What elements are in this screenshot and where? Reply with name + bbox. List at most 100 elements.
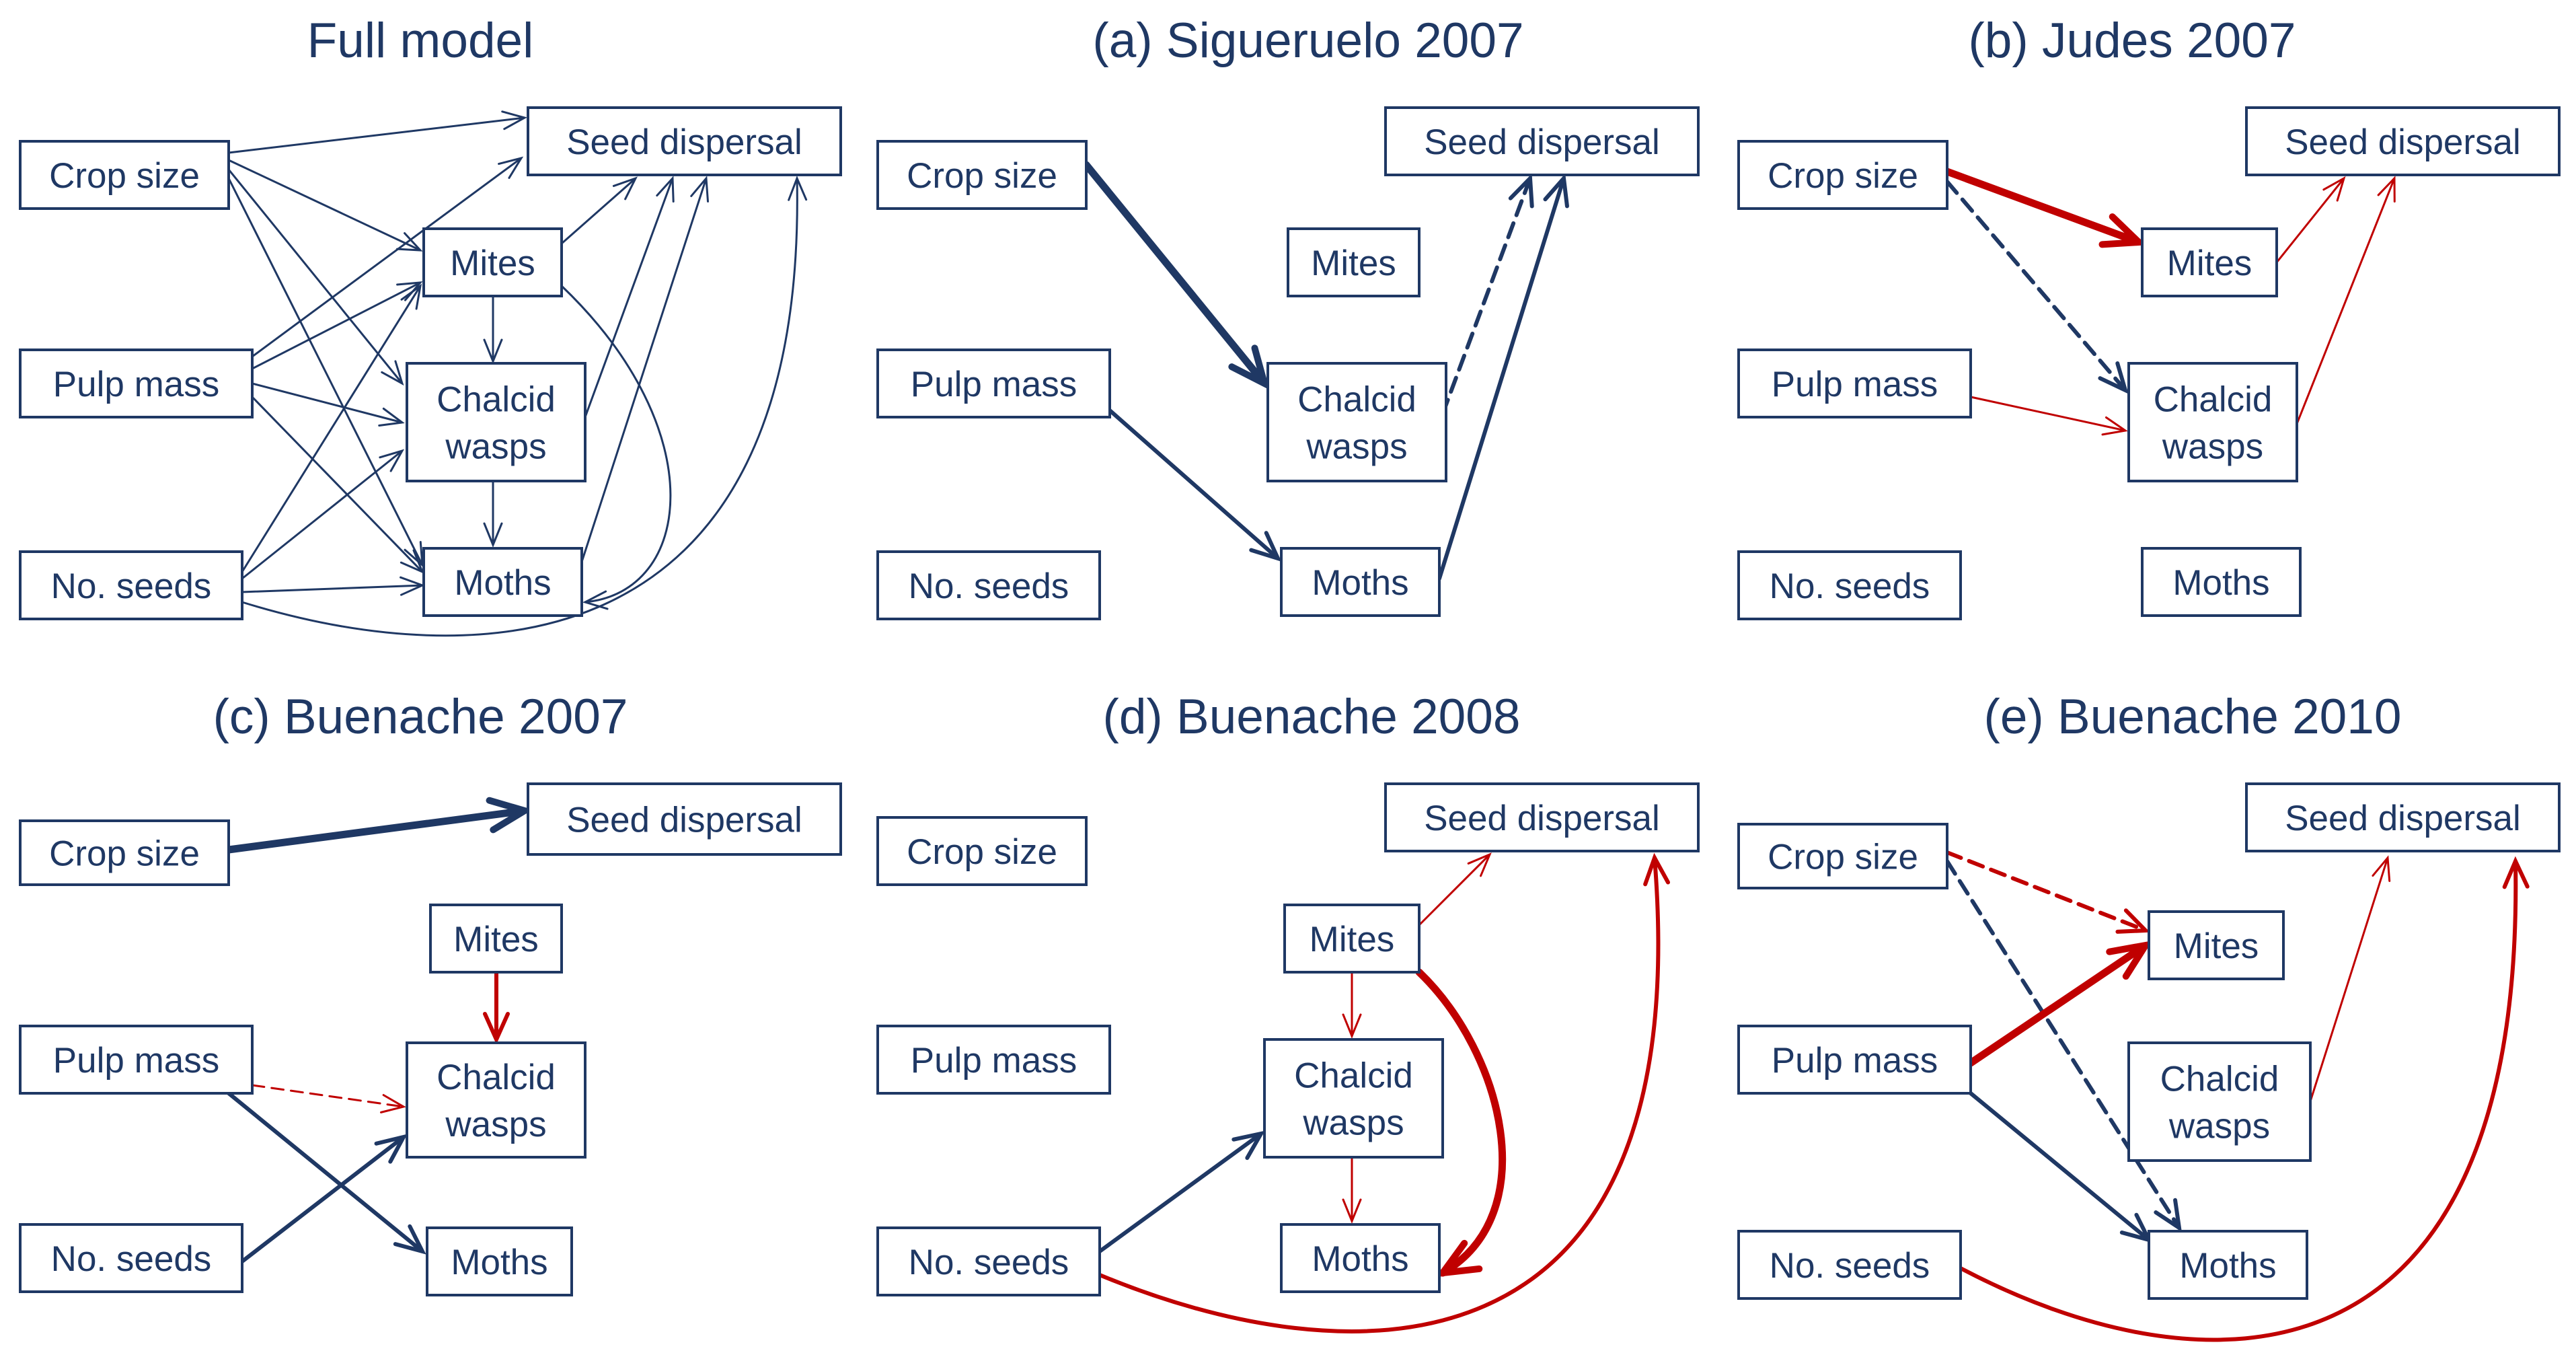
edge-d-mites-moths-curve bbox=[1415, 968, 1506, 1277]
node-label-chalcid: wasps bbox=[1305, 427, 1407, 467]
node-label-crop: Crop size bbox=[907, 156, 1057, 196]
edge-b-pulp-chalcid-line bbox=[1969, 396, 2125, 432]
edge-d-seeds-chalcid-line bbox=[1098, 1132, 1262, 1253]
node-pulp: Pulp mass bbox=[19, 1025, 254, 1095]
node-label-seed: Seed dispersal bbox=[566, 801, 802, 840]
edge-d-mites-seed bbox=[1418, 852, 1492, 926]
node-label-mites: Mites bbox=[2174, 926, 2259, 966]
edge-b-pulp-chalcid bbox=[1969, 396, 2128, 436]
node-label-moths: Moths bbox=[1312, 1239, 1408, 1279]
node-crop: Crop size bbox=[1737, 140, 1948, 210]
edge-full-crop-seed bbox=[227, 110, 527, 154]
edge-full-pulp-seed-arrowhead bbox=[498, 156, 524, 179]
edges-c bbox=[225, 797, 533, 1263]
node-label-seed: Seed dispersal bbox=[566, 122, 802, 162]
edge-b-chalcid-seed-line bbox=[2296, 178, 2395, 425]
edge-e-pulp-mites-arrowhead bbox=[2106, 941, 2153, 980]
node-box-mites bbox=[422, 227, 563, 297]
node-box-mites bbox=[2141, 227, 2278, 297]
node-moths: Moths bbox=[1280, 1223, 1441, 1293]
node-label-moths: Moths bbox=[454, 563, 551, 603]
edge-c-mites-chalcid-arrowhead bbox=[483, 1012, 510, 1045]
edge-c-pulp-moths bbox=[227, 1091, 426, 1255]
node-label-chalcid: wasps bbox=[445, 1105, 546, 1144]
edge-d-mites-chalcid-arrowhead bbox=[1342, 1013, 1362, 1039]
edge-full-seeds-chalcid-arrowhead bbox=[379, 449, 405, 472]
node-label-seed: Seed dispersal bbox=[1424, 799, 1660, 838]
panel-title-d: (d) Buenache 2008 bbox=[1103, 690, 1521, 744]
edge-a-moths-seed-arrowhead bbox=[1543, 173, 1569, 209]
node-box-crop bbox=[19, 140, 230, 210]
edge-a-crop-chalcid-arrowhead bbox=[1228, 344, 1270, 390]
edge-a-pulp-moths bbox=[1108, 408, 1282, 562]
edge-full-chalcid-moths-arrowhead bbox=[483, 522, 503, 548]
node-box-moths bbox=[422, 547, 583, 617]
edge-full-mites-moths-arrowhead bbox=[582, 590, 609, 610]
node-moths: Moths bbox=[426, 1226, 573, 1296]
node-label-crop: Crop size bbox=[49, 834, 200, 874]
node-pulp: Pulp mass bbox=[1737, 1025, 1972, 1095]
node-box-chalcid bbox=[2127, 362, 2298, 482]
edge-d-seeds-chalcid bbox=[1098, 1130, 1265, 1253]
edge-a-chalcid-seed-arrowhead bbox=[1508, 174, 1534, 209]
edge-full-pulp-chalcid-arrowhead bbox=[378, 407, 405, 427]
edge-e-crop-mites-line bbox=[1945, 850, 2147, 932]
edge-full-pulp-seed-line bbox=[251, 157, 521, 358]
node-box-pulp bbox=[19, 1025, 254, 1095]
edge-full-crop-mites bbox=[227, 159, 423, 252]
edges-b bbox=[1943, 168, 2396, 436]
edge-c-crop-seed bbox=[225, 797, 533, 854]
node-box-chalcid bbox=[406, 362, 586, 482]
edge-full-pulp-chalcid-line bbox=[251, 382, 402, 423]
edge-a-chalcid-seed-line bbox=[1441, 177, 1532, 416]
edge-b-crop-mites-line bbox=[1943, 168, 2142, 246]
node-moths: Moths bbox=[422, 547, 583, 617]
edge-d-seeds-seed-curve bbox=[1098, 856, 1661, 1333]
edge-full-pulp-moths-line bbox=[251, 396, 423, 573]
node-label-pulp: Pulp mass bbox=[911, 1041, 1077, 1080]
node-label-chalcid: wasps bbox=[1302, 1103, 1404, 1143]
node-moths: Moths bbox=[2141, 547, 2302, 617]
node-box-pulp bbox=[1737, 1025, 1972, 1095]
edge-b-crop-mites bbox=[1943, 168, 2147, 248]
node-crop: Crop size bbox=[19, 819, 230, 886]
node-label-pulp: Pulp mass bbox=[1772, 1041, 1938, 1080]
edge-full-pulp-mites-line bbox=[251, 282, 420, 370]
panel-title-e: (e) Buenache 2010 bbox=[1984, 690, 2402, 744]
panel-title-c: (c) Buenache 2007 bbox=[213, 690, 628, 744]
node-box-seeds bbox=[19, 1223, 243, 1293]
edge-full-seeds-mites-arrowhead bbox=[400, 283, 422, 310]
node-box-seed bbox=[1384, 782, 1700, 852]
edge-full-mites-seed bbox=[560, 176, 638, 245]
node-label-seeds: No. seeds bbox=[1770, 566, 1930, 606]
node-label-seed: Seed dispersal bbox=[2285, 799, 2521, 838]
edge-full-pulp-chalcid bbox=[251, 382, 405, 427]
node-box-crop bbox=[876, 140, 1088, 210]
edge-e-crop-mites bbox=[1945, 850, 2150, 934]
node-label-pulp: Pulp mass bbox=[1772, 365, 1938, 404]
node-pulp: Pulp mass bbox=[1737, 349, 1972, 418]
edge-a-crop-chalcid-line bbox=[1082, 161, 1268, 386]
node-pulp: Pulp mass bbox=[876, 1025, 1111, 1095]
edge-c-pulp-chalcid-line bbox=[251, 1084, 404, 1108]
edge-full-seeds-mites-line bbox=[241, 286, 421, 573]
node-box-moths bbox=[2141, 547, 2302, 617]
node-label-mites: Mites bbox=[1311, 244, 1396, 283]
node-label-mites: Mites bbox=[453, 920, 539, 959]
node-pulp: Pulp mass bbox=[876, 349, 1111, 418]
edge-b-chalcid-seed-arrowhead bbox=[2377, 176, 2396, 203]
node-box-chalcid bbox=[2127, 1041, 2312, 1162]
node-box-seeds bbox=[19, 550, 243, 620]
node-label-crop: Crop size bbox=[907, 832, 1057, 872]
edges-e bbox=[1945, 850, 2530, 1342]
edge-a-moths-seed bbox=[1437, 173, 1569, 581]
node-box-moths bbox=[2148, 1230, 2308, 1300]
edge-c-crop-seed-line bbox=[225, 807, 527, 854]
edge-d-mites-seed-arrowhead bbox=[1467, 852, 1492, 877]
edge-e-seeds-seed-arrowhead bbox=[2502, 856, 2530, 889]
